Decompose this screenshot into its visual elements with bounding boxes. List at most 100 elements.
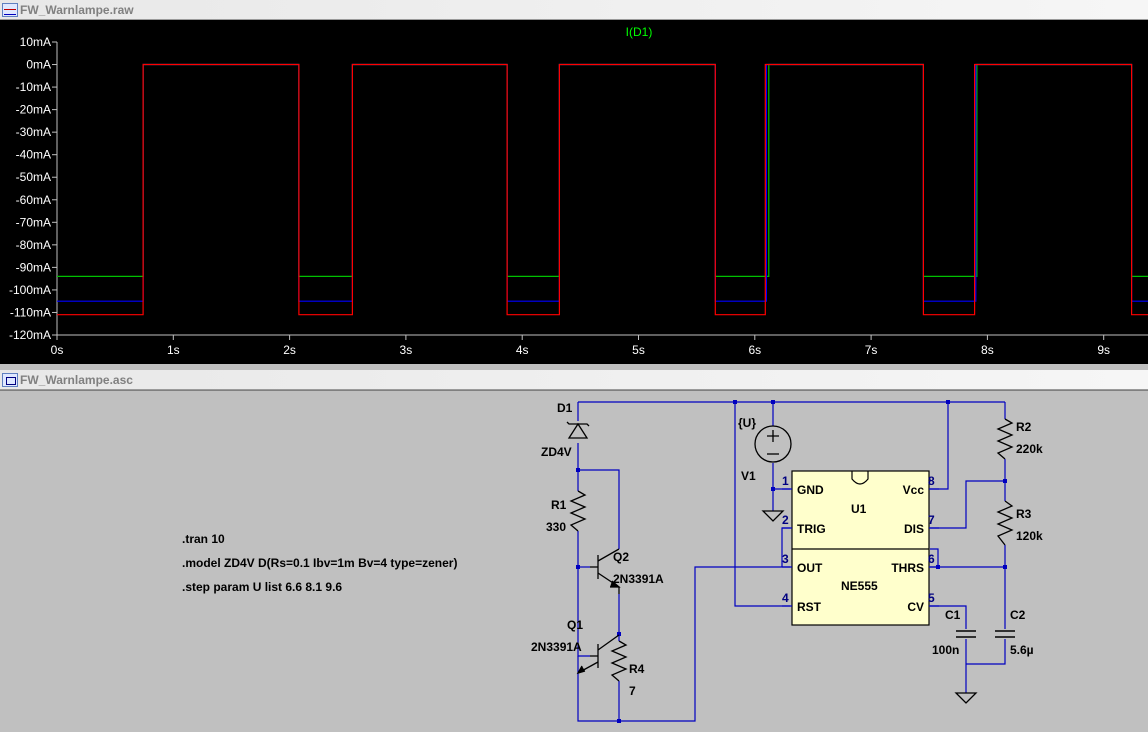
- r4-value: 7: [629, 684, 636, 698]
- u1-pin-num-3: 3: [782, 552, 789, 566]
- q2-name: Q2: [613, 550, 629, 564]
- q1-value: 2N3391A: [531, 640, 582, 654]
- y-tick-label: -90mA: [16, 260, 51, 274]
- y-tick-label: -110mA: [10, 305, 51, 319]
- u1-pin-rst: RST: [797, 600, 822, 614]
- plot-window-titlebar[interactable]: FW_Warnlampe.raw: [0, 0, 1148, 20]
- x-tick-label: 2s: [283, 343, 296, 357]
- u1-pin-cv: CV: [907, 600, 924, 614]
- y-tick-label: -30mA: [16, 125, 51, 139]
- trace-label[interactable]: I(D1): [626, 25, 653, 39]
- x-tick-label: 4s: [516, 343, 529, 357]
- u1-value: NE555: [841, 579, 878, 593]
- c2-name: C2: [1010, 608, 1026, 622]
- u1-pin-trig: TRIG: [797, 522, 826, 536]
- y-tick-label: -80mA: [16, 238, 51, 252]
- traces: [57, 63, 1148, 316]
- wire-thrs-stub: [930, 548, 939, 567]
- waveform-plot-pane[interactable]: I(D1) 10mA 0mA -10mA -20mA -30mA -40mA -50mA -6…: [0, 20, 1148, 364]
- r3-name: R3: [1016, 507, 1032, 521]
- plot-window-title: FW_Warnlampe.raw: [20, 2, 134, 17]
- schematic-canvas[interactable]: D1 ZD4V R1 330 Q2 2N3391A Q1 2N3391A R4 …: [0, 391, 1148, 732]
- spice-directive-tran[interactable]: .tran 10: [182, 532, 225, 546]
- y-tick-label: -50mA: [16, 170, 51, 184]
- v1-name: V1: [741, 469, 756, 483]
- r2-name: R2: [1016, 420, 1032, 434]
- ground-symbol-caps: [954, 692, 978, 704]
- y-tick-label: -60mA: [16, 193, 51, 207]
- u1-pin-num-6: 6: [928, 552, 935, 566]
- r1-value: 330: [546, 520, 566, 534]
- x-tick-label: 9s: [1097, 343, 1110, 357]
- d1-zener-symbol[interactable]: [566, 421, 590, 439]
- c2-capacitor-symbol[interactable]: [995, 630, 1015, 638]
- y-tick-label: -40mA: [16, 148, 51, 162]
- schematic-window-icon: [2, 372, 18, 387]
- x-tick-label: 0s: [51, 343, 64, 357]
- c1-name: C1: [945, 608, 961, 622]
- r2-resistor-symbol[interactable]: [996, 418, 1014, 460]
- v1-voltage-source-symbol[interactable]: [754, 425, 792, 463]
- u1-pin-vcc: Vcc: [903, 483, 925, 497]
- c1-capacitor-symbol[interactable]: [956, 630, 976, 638]
- y-tick-label: -70mA: [16, 215, 51, 229]
- q1-name: Q1: [567, 618, 583, 632]
- ground-symbol-v1: [761, 510, 785, 522]
- wire-cv: [930, 605, 967, 629]
- y-tick-label: -10mA: [16, 80, 51, 94]
- y-tick-label: -120mA: [9, 328, 51, 342]
- wire-d1-bottom: [577, 443, 620, 549]
- y-tick-label: -20mA: [16, 103, 51, 117]
- u1-pin-gnd: GND: [797, 483, 824, 497]
- x-tick-label: 1s: [167, 343, 180, 357]
- r3-value: 120k: [1016, 529, 1043, 543]
- y-tick-label: 0mA: [26, 58, 51, 72]
- y-axis: 10mA 0mA -10mA -20mA -30mA -40mA -50mA -60mA -70…: [9, 35, 58, 342]
- v1-value: {U}: [738, 416, 756, 430]
- q2-transistor-symbol[interactable]: [590, 548, 621, 594]
- waveform-chart[interactable]: I(D1) 10mA 0mA -10mA -20mA -30mA -40mA -50mA -6…: [0, 20, 1148, 364]
- d1-name: D1: [557, 401, 573, 415]
- r3-resistor-symbol[interactable]: [996, 500, 1014, 546]
- spice-directive-model[interactable]: .model ZD4V D(Rs=0.1 Ibv=1m Bv=4 type=ze…: [182, 556, 457, 570]
- wire-out: [577, 566, 790, 722]
- c1-value: 100n: [932, 643, 959, 657]
- d1-value: ZD4V: [541, 445, 572, 459]
- y-tick-label: 10mA: [20, 35, 51, 49]
- q2-value: 2N3391A: [613, 572, 664, 586]
- wire-c2-bottom: [966, 639, 1006, 665]
- r4-name: R4: [629, 662, 645, 676]
- c2-value: 5.6µ: [1010, 643, 1034, 657]
- r2-value: 220k: [1016, 442, 1043, 456]
- wire-rst: [734, 402, 790, 607]
- u1-pin-num-2: 2: [782, 513, 789, 527]
- x-tick-label: 3s: [400, 343, 413, 357]
- u1-pin-out: OUT: [797, 561, 823, 575]
- schematic-window-titlebar[interactable]: FW_Warnlampe.asc: [0, 370, 1148, 390]
- u1-pin-num-1: 1: [782, 474, 789, 488]
- y-tick-label: -100mA: [9, 283, 51, 297]
- r4-resistor-symbol[interactable]: [610, 640, 628, 682]
- u1-pin-num-8: 8: [928, 474, 935, 488]
- trace-series-0: [57, 63, 1148, 277]
- u1-name: U1: [851, 502, 867, 516]
- trace-series-2: [57, 63, 1148, 316]
- schematic-window-title: FW_Warnlampe.asc: [20, 372, 133, 387]
- u1-pin-dis: DIS: [904, 522, 924, 536]
- u1-pin-thrs: THRS: [891, 561, 924, 575]
- waveform-window-icon: [2, 2, 18, 17]
- x-tick-label: 7s: [865, 343, 878, 357]
- u1-pin-num-5: 5: [928, 591, 935, 605]
- x-tick-label: 8s: [981, 343, 994, 357]
- q1-transistor-symbol[interactable]: [576, 634, 620, 675]
- spice-directive-step[interactable]: .step param U list 6.6 8.1 9.6: [182, 580, 342, 594]
- wire-dis: [930, 480, 1005, 529]
- x-tick-label: 6s: [748, 343, 761, 357]
- schematic-pane[interactable]: D1 ZD4V R1 330 Q2 2N3391A Q1 2N3391A R4 …: [0, 390, 1148, 732]
- u1-ne555-chip[interactable]: [782, 470, 939, 626]
- r1-name: R1: [551, 498, 567, 512]
- u1-pin-num-7: 7: [928, 513, 935, 527]
- trace-series-1: [57, 63, 1148, 302]
- r1-resistor-symbol[interactable]: [569, 490, 587, 532]
